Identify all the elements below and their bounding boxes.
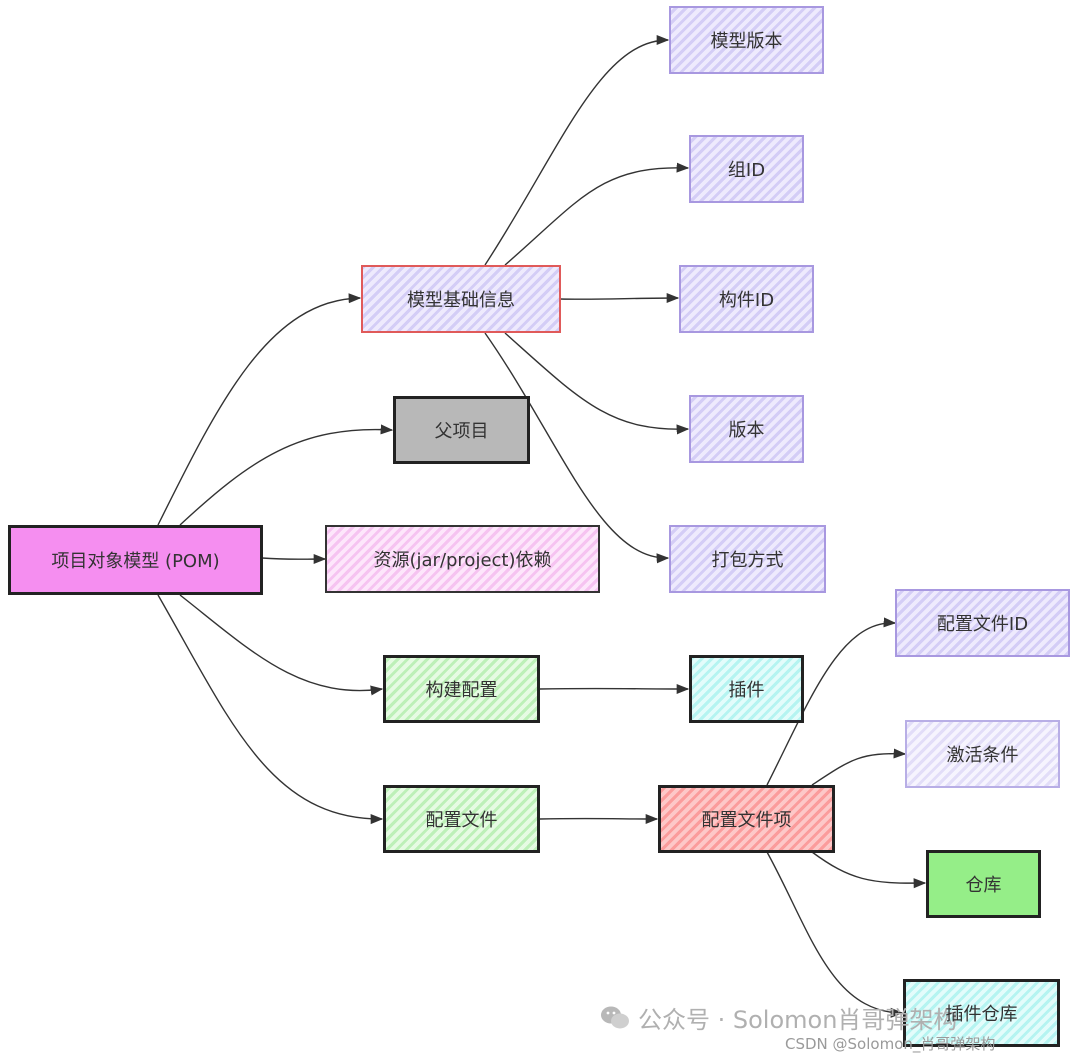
node-profile-item: 配置文件项 xyxy=(658,785,835,853)
edge-root-build xyxy=(179,594,384,696)
edge-item-profile-id xyxy=(766,617,897,786)
node-model-version-label: 模型版本 xyxy=(710,31,783,52)
node-parent: 父项目 xyxy=(393,396,530,464)
node-profiles: 配置文件 xyxy=(383,785,540,853)
node-activation-label: 激活条件 xyxy=(946,745,1019,766)
node-root-label: 项目对象模型 (POM) xyxy=(51,551,220,572)
wechat-icon xyxy=(601,1006,629,1028)
node-plugins: 插件 xyxy=(689,655,804,723)
node-artifact-id-label: 构件ID xyxy=(718,290,775,311)
node-repositories: 仓库 xyxy=(926,850,1041,918)
node-group-id-label: 组ID xyxy=(727,160,766,181)
node-packaging: 打包方式 xyxy=(669,525,826,593)
node-basic-info-label: 模型基础信息 xyxy=(407,290,515,311)
node-parent-label: 父项目 xyxy=(434,421,489,442)
edge-root-dependencies xyxy=(261,553,327,565)
node-profiles-label: 配置文件 xyxy=(425,810,498,831)
edge-root-basic-info xyxy=(157,293,362,526)
edge-root-parent xyxy=(179,424,394,526)
node-repositories-label: 仓库 xyxy=(965,875,1002,896)
node-artifact-id: 构件ID xyxy=(679,265,814,333)
watermark-text: 公众号 · Solomon肖哥弹架构 xyxy=(638,1006,958,1034)
csdn-watermark: CSDN @Solomon_肖哥弹架构 xyxy=(785,1035,996,1053)
node-root: 项目对象模型 (POM) xyxy=(8,525,263,595)
edge-info-group-id xyxy=(504,162,690,266)
node-model-version: 模型版本 xyxy=(669,6,824,74)
edge-info-packaging xyxy=(484,332,670,564)
edge-root-profiles xyxy=(157,594,384,825)
edge-info-model-version xyxy=(484,34,670,266)
edge-item-activation xyxy=(811,748,907,786)
node-dependencies: 资源(jar/project)依赖 xyxy=(325,525,600,593)
edge-item-plugin-repos xyxy=(766,851,904,1018)
node-build: 构建配置 xyxy=(383,655,540,723)
node-plugins-label: 插件 xyxy=(728,680,765,701)
node-plugin-repositories: 插件仓库 xyxy=(903,979,1060,1047)
node-basic-info: 模型基础信息 xyxy=(361,265,561,333)
node-profile-id: 配置文件ID xyxy=(895,589,1070,657)
watermark: 公众号 · Solomon肖哥弹架构 xyxy=(600,1000,957,1035)
node-version-label: 版本 xyxy=(728,420,765,441)
node-version: 版本 xyxy=(689,395,804,463)
node-activation: 激活条件 xyxy=(905,720,1060,788)
node-build-label: 构建配置 xyxy=(425,680,498,701)
node-group-id: 组ID xyxy=(689,135,804,203)
node-plugin-repositories-label: 插件仓库 xyxy=(945,1004,1018,1025)
edge-item-repositories xyxy=(811,851,927,889)
edge-info-artifact-id xyxy=(559,292,680,304)
node-profile-id-label: 配置文件ID xyxy=(936,614,1029,635)
edge-info-version xyxy=(504,332,690,435)
node-profile-item-label: 配置文件项 xyxy=(701,810,792,831)
node-dependencies-label: 资源(jar/project)依赖 xyxy=(373,550,552,571)
node-packaging-label: 打包方式 xyxy=(711,550,784,571)
